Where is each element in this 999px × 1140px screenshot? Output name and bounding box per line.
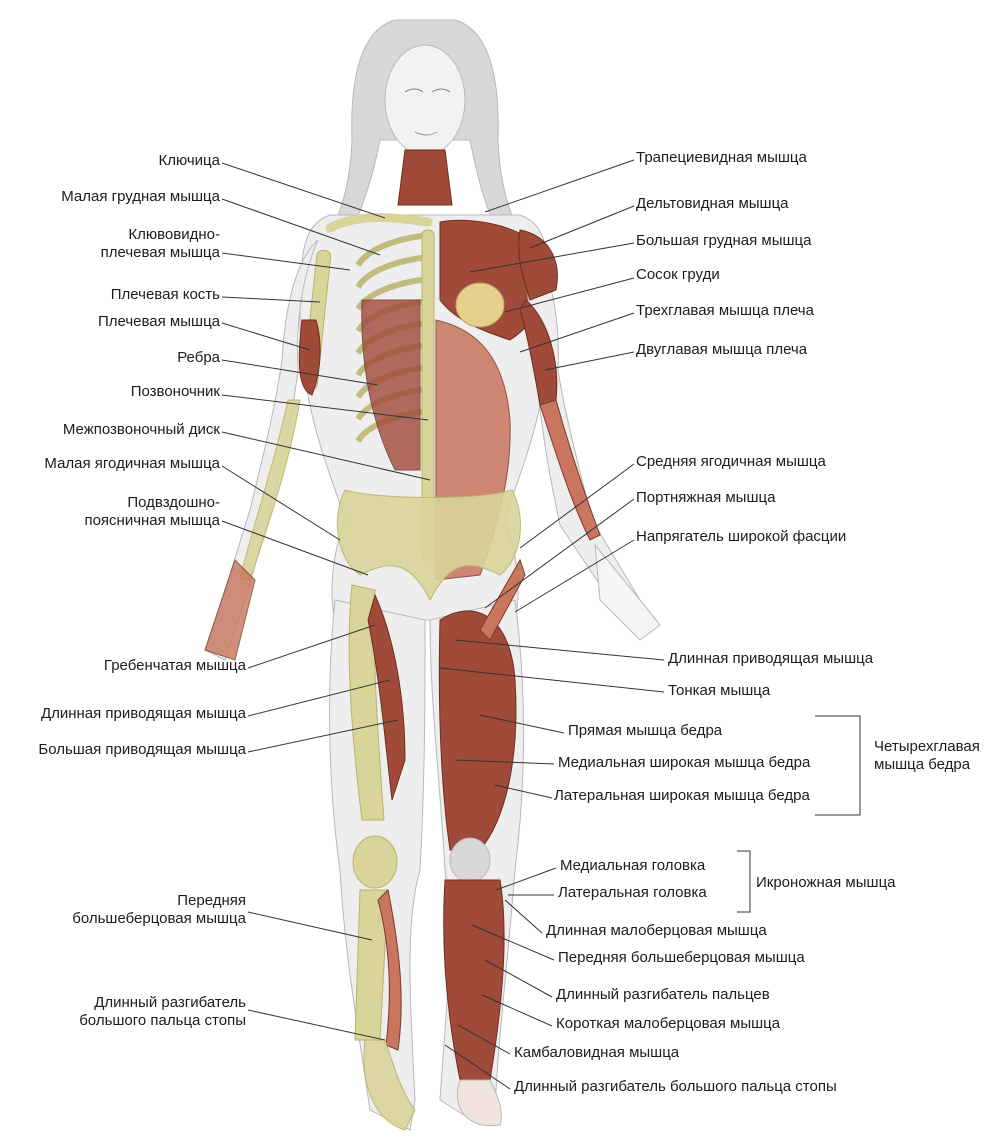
label-line: Длинная малоберцовая мышца (546, 922, 767, 940)
label-biceps: Двуглавая мышца плеча (636, 341, 807, 359)
label-extensor-hallucis-left: Длинный разгибательбольшого пальца стопы (79, 994, 246, 1030)
label-line: Малая грудная мышца (61, 188, 220, 206)
label-spine: Позвоночник (131, 383, 220, 401)
label-line: Тонкая мышца (668, 682, 770, 700)
knee-right (353, 836, 397, 888)
label-adductor-magnus: Большая приводящая мышца (38, 741, 246, 759)
label-line: Латеральная широкая мышца бедра (554, 787, 810, 805)
label-line: Икроножная мышца (756, 874, 896, 892)
label-line: Передняя большеберцовая мышца (558, 949, 805, 967)
label-line: Медиальная головка (560, 857, 705, 875)
label-ribs: Ребра (177, 349, 220, 367)
label-gracilis: Тонкая мышца (668, 682, 770, 700)
label-line: Латеральная головка (558, 884, 707, 902)
label-coracobrachialis: Клювовидно-плечевая мышца (101, 226, 220, 262)
label-nipple: Сосок груди (636, 266, 720, 284)
label-deltoid: Дельтовидная мышца (636, 195, 789, 213)
label-line: Сосок груди (636, 266, 720, 284)
label-adductor-longus-right: Длинная приводящая мышца (668, 650, 873, 668)
label-pectoralis-minor: Малая грудная мышца (61, 188, 220, 206)
label-tibialis-anterior-right: Передняя большеберцовая мышца (558, 949, 805, 967)
label-line: Малая ягодичная мышца (44, 455, 220, 473)
label-adductor-longus-left: Длинная приводящая мышца (41, 705, 246, 723)
hand-left (595, 545, 660, 640)
label-line: Межпозвоночный диск (63, 421, 220, 439)
label-clavicle: Ключица (158, 152, 220, 170)
label-humerus: Плечевая кость (111, 286, 220, 304)
label-line: Двуглавая мышца плеча (636, 341, 807, 359)
label-line: Средняя ягодичная мышца (636, 453, 826, 471)
label-soleus: Камбаловидная мышца (514, 1044, 679, 1062)
label-line: Передняя (72, 892, 246, 910)
label-line: Медиальная широкая мышца бедра (558, 754, 810, 772)
label-pectineus: Гребенчатая мышца (104, 657, 246, 675)
label-triceps: Трехглавая мышца плеча (636, 302, 814, 320)
leader-deltoid (530, 206, 634, 248)
label-line: Камбаловидная мышца (514, 1044, 679, 1062)
label-line: Клювовидно- (101, 226, 220, 244)
label-line: Дельтовидная мышца (636, 195, 789, 213)
label-pectoralis-major: Большая грудная мышца (636, 232, 811, 250)
arm-left-outline (527, 240, 660, 635)
label-vastus-medialis: Медиальная широкая мышца бедра (558, 754, 810, 772)
neck-muscles (398, 150, 452, 205)
group-label-gastrocnemius: Икроножная мышца (756, 874, 896, 892)
label-lateral-head: Латеральная головка (558, 884, 707, 902)
label-vastus-lateralis: Латеральная широкая мышца бедра (554, 787, 810, 805)
label-line: Короткая малоберцовая мышца (556, 1015, 780, 1033)
label-line: Большая приводящая мышца (38, 741, 246, 759)
hand-muscles (205, 560, 255, 660)
label-line: Плечевая мышца (98, 313, 220, 331)
label-line: Ключица (158, 152, 220, 170)
label-line: Большая грудная мышца (636, 232, 811, 250)
knee-left (450, 838, 490, 882)
label-medial-head: Медиальная головка (560, 857, 705, 875)
label-line: Позвоночник (131, 383, 220, 401)
label-line: Трапециевидная мышца (636, 149, 807, 167)
mammary-gland (456, 283, 504, 327)
label-line: Длинная приводящая мышца (668, 650, 873, 668)
label-iliopsoas: Подвздошно-поясничная мышца (84, 494, 220, 530)
label-line: Прямая мышца бедра (568, 722, 722, 740)
label-extensor-hallucis-right: Длинный разгибатель большого пальца стоп… (514, 1078, 837, 1096)
label-line: большого пальца стопы (79, 1012, 246, 1030)
label-brachialis: Плечевая мышца (98, 313, 220, 331)
label-gluteus-minimus: Малая ягодичная мышца (44, 455, 220, 473)
label-line: Гребенчатая мышца (104, 657, 246, 675)
label-line: Ребра (177, 349, 220, 367)
label-peroneus-longus: Длинная малоберцовая мышца (546, 922, 767, 940)
label-intervertebral-disc: Межпозвоночный диск (63, 421, 220, 439)
label-line: большеберцовая мышца (72, 910, 246, 928)
label-line: Длинная приводящая мышца (41, 705, 246, 723)
label-line: Напрягатель широкой фасции (636, 528, 846, 546)
label-line: мышца бедра (874, 756, 980, 774)
label-line: Портняжная мышца (636, 489, 775, 507)
bracket-quadriceps (815, 716, 860, 815)
label-line: Трехглавая мышца плеча (636, 302, 814, 320)
leader-trapezius (485, 160, 634, 212)
label-extensor-digitorum: Длинный разгибатель пальцев (556, 986, 770, 1004)
label-line: Длинный разгибатель (79, 994, 246, 1012)
label-trapezius: Трапециевидная мышца (636, 149, 807, 167)
label-line: поясничная мышца (84, 512, 220, 530)
label-peroneus-brevis: Короткая малоберцовая мышца (556, 1015, 780, 1033)
bracket-gastrocnemius (737, 851, 750, 912)
label-line: Длинный разгибатель большого пальца стоп… (514, 1078, 837, 1096)
label-tensor-fasciae-latae: Напрягатель широкой фасции (636, 528, 846, 546)
head (385, 45, 465, 155)
label-rectus-femoris: Прямая мышца бедра (568, 722, 722, 740)
label-sartorius: Портняжная мышца (636, 489, 775, 507)
label-gluteus-medius: Средняя ягодичная мышца (636, 453, 826, 471)
label-line: плечевая мышца (101, 244, 220, 262)
label-line: Подвздошно- (84, 494, 220, 512)
label-line: Длинный разгибатель пальцев (556, 986, 770, 1004)
label-line: Плечевая кость (111, 286, 220, 304)
label-line: Четырехглавая (874, 738, 980, 756)
